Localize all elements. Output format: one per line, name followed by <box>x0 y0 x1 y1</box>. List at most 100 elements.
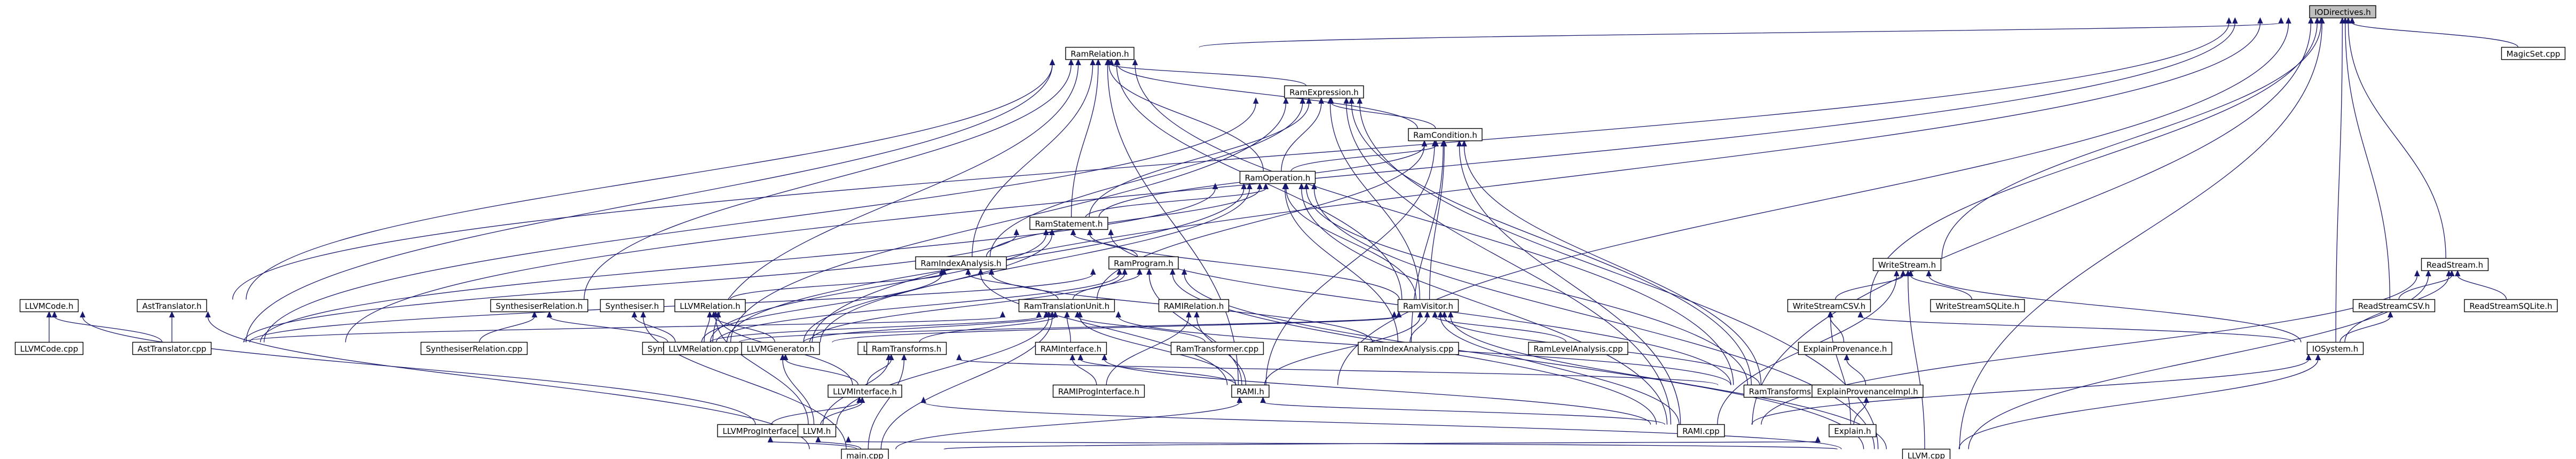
node-magicset-cpp[interactable]: MagicSet.cpp <box>2501 46 2566 60</box>
node-box <box>2306 341 2364 355</box>
node-llvmcode-cpp[interactable]: LLVMCode.cpp <box>14 341 84 355</box>
node-ramtransforms-cpp[interactable]: RamTransforms.cpp <box>1743 384 1834 398</box>
node-explainprovenance-h[interactable]: ExplainProvenance.h <box>1798 341 1893 355</box>
node-ramexpression-h[interactable]: RamExpression.h <box>1284 85 1364 99</box>
node-ramstatement-h[interactable]: RamStatement.h <box>1029 216 1108 230</box>
node-ramtransformer-cpp[interactable]: RamTransformer.cpp <box>1170 341 1264 355</box>
node-rami-cpp[interactable]: RAMI.cpp <box>1677 424 1725 438</box>
node-readstream-h[interactable]: ReadStream.h <box>2421 258 2489 271</box>
node-box <box>1108 256 1179 270</box>
node-box <box>1397 299 1459 313</box>
edge-llvmcpp-to-iosys <box>1958 354 2321 449</box>
edge-magicset-to-io <box>2349 17 2519 48</box>
node-writestreamsqlite-h[interactable]: WriteStreamSQLite.h <box>1930 299 2025 313</box>
node-ramiproginterface-h[interactable]: RAMIProgInterface.h <box>1052 384 1145 398</box>
node-explain-h[interactable]: Explain.h <box>1829 424 1877 438</box>
node-label: WriteStreamSQLite.h <box>1935 301 2019 311</box>
edge-llvmcpp-to-read <box>1968 270 2431 449</box>
node-main-cpp[interactable]: main.cpp <box>841 448 889 459</box>
node-synthesiserrelation-cpp[interactable]: SynthesiserRelation.cpp <box>420 341 528 355</box>
node-ramtranslationunit-h[interactable]: RamTranslationUnit.h <box>1018 299 1115 313</box>
node-ramprogram-h[interactable]: RamProgram.h <box>1108 256 1179 270</box>
node-llvm-cpp[interactable]: LLVM.cpp <box>1902 448 1951 459</box>
edge-maincpp-to-ramtu <box>880 311 1055 449</box>
node-label: WriteStreamCSV.h <box>1793 301 1865 311</box>
edge-ramcpp-to-iosys <box>1751 354 2312 425</box>
edge-asttranscpp-to-llvmcode <box>51 311 163 343</box>
edge-synthcpp-to-ramstmt <box>710 229 1049 343</box>
node-llvminterface-h[interactable]: LLVMInterface.h <box>828 384 902 398</box>
node-ramrelation-h[interactable]: RamRelation.h <box>1065 46 1135 60</box>
node-rami-h[interactable]: RAMI.h <box>1231 384 1270 398</box>
node-box <box>1035 341 1107 355</box>
node-iosystem-h[interactable]: IOSystem.h <box>2306 341 2364 355</box>
node-ramindexanalysis-cpp[interactable]: RamIndexAnalysis.cpp <box>1358 341 1459 355</box>
edge-ramcond-to-ramrel <box>1114 59 1418 129</box>
node-llvmrelation-h[interactable]: LLVMRelation.h <box>674 299 746 313</box>
node-writestreamcsv-h[interactable]: WriteStreamCSV.h <box>1787 299 1871 313</box>
edge-ramidxcpp-to-ramop <box>1282 183 1399 343</box>
node-label: IODirectives.h <box>2314 7 2371 17</box>
node-iodirectives-h: IODirectives.h <box>2309 5 2376 19</box>
node-ramcondition-h[interactable]: RamCondition.h <box>1408 128 1483 142</box>
node-llvmgenerator-h[interactable]: LLVMGenerator.h <box>741 341 820 355</box>
node-label: ReadStreamCSV.h <box>2358 301 2430 311</box>
node-label: ReadStreamSQLite.h <box>2469 301 2552 311</box>
edge-llvmcpp-to-ramvisitor <box>1447 311 1887 449</box>
edge-ramcpp-to-ramh <box>1260 396 1666 425</box>
node-box <box>137 299 207 313</box>
node-box <box>841 448 889 459</box>
node-llvmcode-h[interactable]: LLVMCode.h <box>19 299 79 313</box>
node-label: RamIndexAnalysis.cpp <box>1363 344 1453 354</box>
node-explainprovenanceimpl-h[interactable]: ExplainProvenanceImpl.h <box>1811 384 1924 398</box>
node-label: Explain.h <box>1834 426 1871 436</box>
node-label: LLVMRelation.cpp <box>668 344 738 354</box>
node-llvm-h[interactable]: LLVM.h <box>797 424 837 438</box>
node-label: RAMIProgInterface.h <box>1058 387 1139 396</box>
node-asttranslator-h[interactable]: AstTranslator.h <box>137 299 207 313</box>
node-label: LLVMInterface.h <box>833 387 897 396</box>
edge-ramcpp-to-ramiface <box>1101 354 1651 425</box>
node-ramindexanalysis-h[interactable]: RamIndexAnalysis.h <box>915 256 1007 270</box>
edge-llvmcpp-to-llvmh <box>845 436 1838 450</box>
edge-synthcpp-to-synthrel <box>546 311 668 343</box>
node-asttranslator-cpp[interactable]: AstTranslator.cpp <box>132 341 212 355</box>
edge-llvmh-to-llvmrel <box>713 311 809 425</box>
node-llvmrelation-cpp[interactable]: LLVMRelation.cpp <box>663 341 744 355</box>
node-synthesiser-h[interactable]: Synthesiser.h <box>600 299 665 313</box>
node-box <box>2464 299 2558 313</box>
node-llvmproginterface-h[interactable]: LLVMProgInterface.h <box>717 424 810 438</box>
node-raminterface-h[interactable]: RAMInterface.h <box>1035 341 1107 355</box>
edge-llvmcodecpp-to-llvmcode <box>46 311 52 343</box>
node-label: RAMI.cpp <box>1682 426 1720 436</box>
node-box <box>1798 341 1893 355</box>
node-ramvisitor-h[interactable]: RamVisitor.h <box>1397 299 1459 313</box>
edge-llvmcpp-to-io <box>1959 17 2325 449</box>
node-box <box>1170 341 1264 355</box>
node-ramlevelanalysis-cpp[interactable]: RamLevelAnalysis.cpp <box>1528 341 1628 355</box>
node-ramtransforms-h[interactable]: RamTransforms.h <box>866 341 947 355</box>
node-writestream-h[interactable]: WriteStream.h <box>1872 258 1942 271</box>
node-readstreamsqlite-h[interactable]: ReadStreamSQLite.h <box>2464 299 2558 313</box>
node-label: RamLevelAnalysis.cpp <box>1533 344 1622 354</box>
node-label: RAMInterface.h <box>1041 344 1101 354</box>
edge-write-to-io <box>1941 17 2324 259</box>
node-box <box>2501 46 2566 60</box>
node-label: RamTranslationUnit.h <box>1024 301 1109 311</box>
node-readstreamcsv-h[interactable]: ReadStreamCSV.h <box>2352 299 2436 313</box>
edge-ramtu-to-ramcond <box>1097 140 1428 300</box>
node-ramirelation-h[interactable]: RAMIRelation.h <box>1158 299 1230 313</box>
node-synthesiserrelation-h[interactable]: SynthesiserRelation.h <box>490 299 588 313</box>
edge-asttranscpp-to-ramexpr <box>263 97 1259 343</box>
edge-ramproginterface-to-rammrel <box>1106 311 1192 385</box>
edge-llvmrelcpp-to-llvmrel <box>704 311 713 343</box>
node-ramoperation-h[interactable]: RamOperation.h <box>1239 170 1316 184</box>
node-box <box>420 341 528 355</box>
node-label: SynthesiserRelation.h <box>495 301 582 311</box>
node-box <box>1677 424 1725 438</box>
edge-synthcpp-to-ramprog <box>715 268 1123 343</box>
edge-iosys-to-write <box>1926 270 2302 343</box>
node-box <box>1811 384 1924 398</box>
node-box <box>2352 299 2436 313</box>
edge-synthrelcpp-to-synthrel <box>479 311 538 343</box>
